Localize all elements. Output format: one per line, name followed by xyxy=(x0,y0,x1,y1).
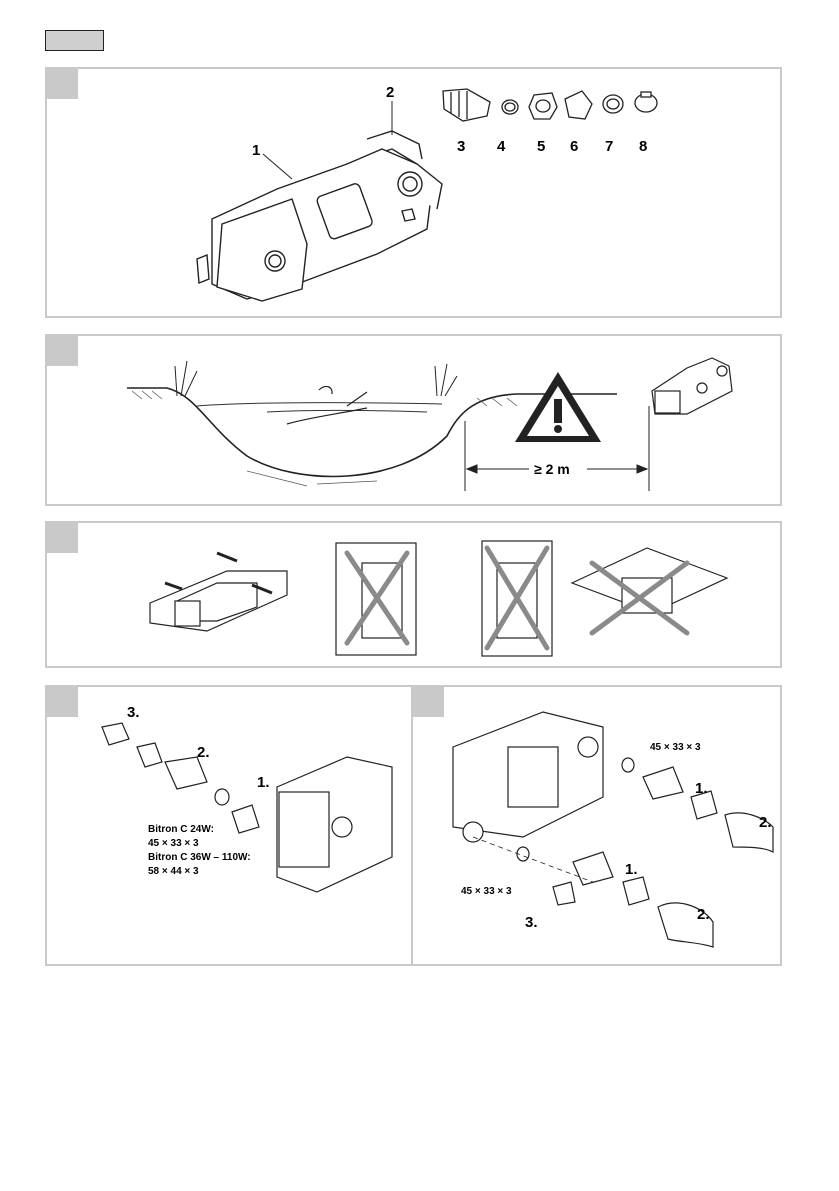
note-line-4: 58 × 44 × 3 xyxy=(148,866,199,877)
hose-connection-illustration-2: 45 × 33 × 3 45 × 33 × 3 1. 2. 1. 2. 3. xyxy=(413,687,780,964)
cap-drawing xyxy=(232,805,259,833)
step-2-bottom-label: 2. xyxy=(697,906,710,923)
warning-triangle-icon xyxy=(515,372,601,442)
hose-tail-drawing xyxy=(165,757,207,789)
note-line-3: Bitron C 36W – 110W: xyxy=(148,852,251,863)
device-drawing xyxy=(197,131,442,301)
water-lines xyxy=(197,403,442,412)
part-label-4: 4 xyxy=(497,138,506,155)
panel-parts-overview: 1 2 3 4 5 6 7 8 xyxy=(45,67,782,318)
part-label-3: 3 xyxy=(457,138,465,155)
device-small xyxy=(652,358,732,414)
mount-horizontal-correct xyxy=(150,553,287,631)
swimmer xyxy=(287,387,367,424)
parts-illustration: 1 2 3 4 5 6 7 8 xyxy=(47,69,780,316)
panel-tag xyxy=(413,687,444,717)
note-line-1: Bitron C 24W: xyxy=(148,824,214,835)
clamp-drawing xyxy=(102,723,129,745)
step-1-label: 1. xyxy=(257,774,270,791)
nut-drawing xyxy=(137,743,162,767)
panel-tag xyxy=(47,336,78,366)
nut-bottom xyxy=(623,877,649,905)
hose-connection-illustration: 3. 2. 1. Bitron C 24W: 45 × 33 × 3 Bitro… xyxy=(47,687,411,964)
part-label-6: 6 xyxy=(570,138,578,155)
panel-mounting-positions xyxy=(45,521,782,668)
panel-hose-connection-2: 45 × 33 × 3 45 × 33 × 3 1. 2. 1. 2. 3. xyxy=(411,685,782,966)
hose-tail-bottom xyxy=(573,852,613,885)
step-2-top-label: 2. xyxy=(759,814,772,831)
cap-bottom xyxy=(553,882,575,905)
part-label-2: 2 xyxy=(386,84,394,101)
step-3-bottom-label: 3. xyxy=(525,914,538,931)
hose-tail-top xyxy=(643,767,683,799)
reeds xyxy=(175,361,457,396)
part-label-5: 5 xyxy=(537,138,545,155)
step-2-label: 2. xyxy=(197,744,210,761)
part-label-8: 8 xyxy=(639,138,647,155)
panel-tag xyxy=(47,687,78,717)
distance-label: ≥ 2 m xyxy=(534,461,570,477)
panel-pond-distance: ≥ 2 m xyxy=(45,334,782,506)
part-label-7: 7 xyxy=(605,138,613,155)
panel-tag xyxy=(47,523,78,553)
panel-hose-connection-1: 3. 2. 1. Bitron C 24W: 45 × 33 × 3 Bitro… xyxy=(45,685,413,966)
dimension-bottom: 45 × 33 × 3 xyxy=(461,886,512,897)
language-box xyxy=(45,30,104,51)
step-1-bottom-label: 1. xyxy=(625,861,638,878)
dimension-top: 45 × 33 × 3 xyxy=(650,742,701,753)
step-3-label: 3. xyxy=(127,704,140,721)
o-ring-top xyxy=(622,758,634,772)
o-ring-drawing xyxy=(215,789,229,805)
step-1-top-label: 1. xyxy=(695,780,708,797)
part-label-1: 1 xyxy=(252,142,260,159)
pond-illustration: ≥ 2 m xyxy=(47,336,780,504)
accessory-parts xyxy=(443,89,657,121)
panel-tag xyxy=(47,69,78,99)
note-line-2: 45 × 33 × 3 xyxy=(148,838,199,849)
mounting-illustration xyxy=(47,523,780,666)
